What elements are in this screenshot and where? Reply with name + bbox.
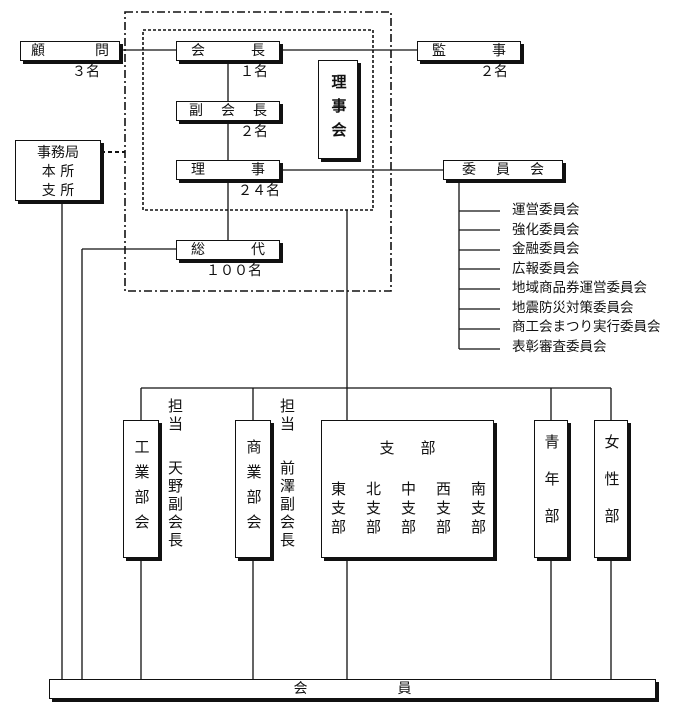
advisor-label-1: 顧: [31, 43, 45, 59]
industry-charge: 担当: [166, 398, 184, 434]
branches-box: 支 部 東支部 北支部 中支部 西支部 南支部: [321, 420, 494, 558]
committee-box: 委 員 会: [443, 160, 563, 180]
commerce-charge: 担当: [278, 398, 296, 434]
committee-item: 商工会まつり実行委員会: [512, 319, 661, 335]
women-section-label: 女性部: [602, 433, 621, 545]
vice-chairman-label-1: 副: [189, 103, 203, 119]
members-label-2: 員: [397, 681, 412, 697]
delegates-label-2: 代: [251, 242, 265, 258]
director-label-1: 理: [191, 162, 205, 178]
secretariat-box: 事務局 本 所 支 所: [15, 140, 101, 201]
vice-chairman-label-2: 会: [221, 103, 235, 119]
commerce-section-box: 商業部会: [235, 420, 271, 558]
advisor-count: ３名: [72, 64, 100, 80]
committee-item: 地震防災対策委員会: [512, 299, 634, 316]
members-label-1: 会: [293, 681, 308, 697]
committee-label-3: 会: [530, 162, 544, 178]
committee-label-1: 委: [462, 162, 476, 178]
branches-title-2: 部: [420, 439, 436, 457]
chairman-box: 会 長: [176, 41, 280, 61]
committee-item: 地域商品券運営委員会: [512, 280, 647, 296]
auditor-label-1: 監: [432, 43, 446, 59]
commerce-section-label: 商業部会: [244, 439, 263, 539]
auditor-box: 監 事: [417, 41, 521, 61]
board-label: 理事会: [329, 73, 348, 146]
industry-person: 天野副会長: [166, 460, 184, 550]
secretariat-line-1: 事務局: [37, 145, 79, 161]
youth-section-box: 青年部: [534, 420, 568, 558]
branch-item: 中支部: [399, 481, 417, 538]
committee-item: 運営委員会: [512, 202, 580, 218]
board-box: 理事会: [318, 60, 358, 159]
committee-item: 広報委員会: [512, 260, 580, 277]
delegates-count: １００名: [206, 263, 262, 279]
vice-chairman-box: 副 会 長: [176, 101, 280, 121]
branches-title-1: 支: [379, 439, 395, 457]
committee-item: 表彰審査委員会: [512, 338, 607, 355]
advisor-box: 顧 問: [20, 41, 120, 61]
women-section-box: 女性部: [594, 420, 628, 558]
advisor-label-2: 問: [95, 43, 109, 59]
auditor-label-2: 事: [492, 43, 506, 59]
chairman-label-2: 長: [251, 43, 265, 59]
delegates-label-1: 総: [191, 242, 205, 258]
chairman-label-1: 会: [191, 43, 205, 59]
industry-section-label: 工業部会: [132, 439, 151, 539]
board-frame: [142, 29, 374, 211]
branches-list: 東支部 北支部 中支部 西支部 南支部: [329, 481, 487, 538]
committee-label-2: 員: [496, 162, 510, 178]
branch-item: 北支部: [364, 481, 382, 538]
director-box: 理 事: [176, 160, 280, 180]
committee-list: 運営委員会 強化委員会 金融委員会 広報委員会 地域商品券運営委員会 地震防災対…: [512, 201, 661, 357]
secretariat-line-2: 本 所: [41, 164, 75, 180]
branches-title: 支 部: [322, 441, 493, 456]
committee-item: 金融委員会: [512, 241, 580, 257]
vice-chairman-count: ２名: [240, 124, 268, 140]
members-box: 会 員: [49, 679, 656, 699]
chairman-count: １名: [240, 64, 268, 80]
director-count: ２４名: [238, 183, 280, 199]
director-label-2: 事: [251, 162, 265, 178]
commerce-person: 前澤副会長: [278, 460, 296, 550]
branch-item: 東支部: [329, 481, 347, 538]
executive-frame: [124, 11, 392, 292]
youth-section-label: 青年部: [542, 433, 561, 545]
branch-item: 南支部: [469, 481, 487, 538]
vice-chairman-label-3: 長: [253, 103, 267, 119]
committee-item: 強化委員会: [512, 221, 580, 238]
auditor-count: ２名: [480, 64, 508, 80]
delegates-box: 総 代: [176, 240, 280, 260]
secretariat-line-3: 支 所: [41, 183, 75, 199]
industry-section-box: 工業部会: [123, 420, 159, 558]
branch-item: 西支部: [434, 481, 452, 538]
